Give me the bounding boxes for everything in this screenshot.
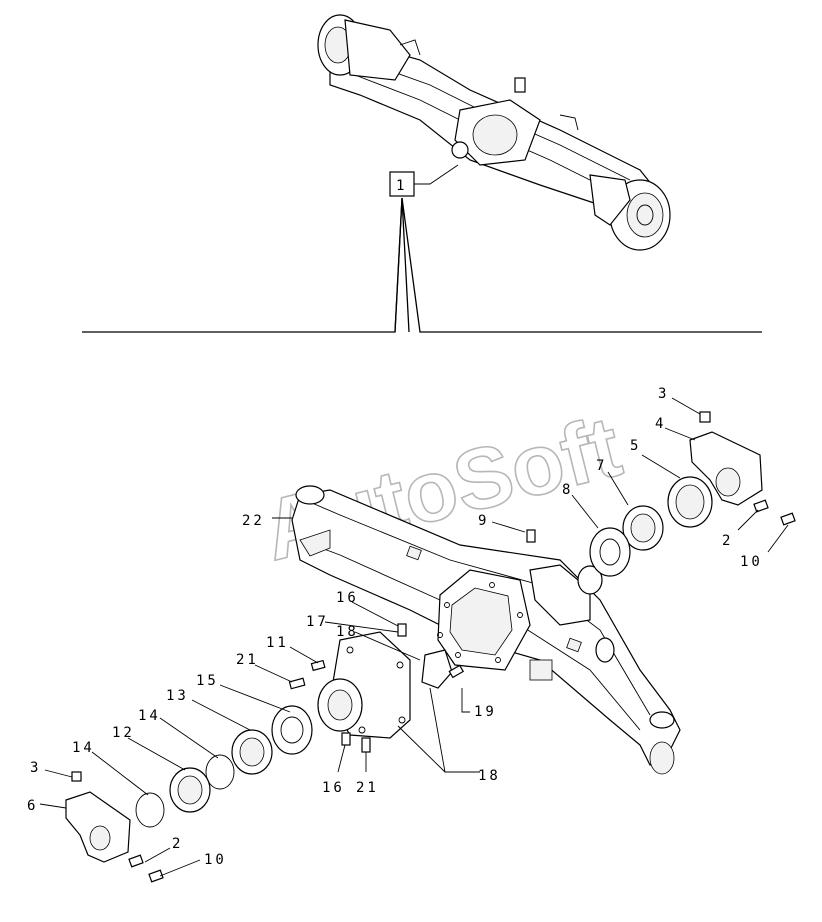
grease-fitting-9 xyxy=(526,529,536,543)
callout-8: 8 xyxy=(562,482,573,498)
callout-13: 13 xyxy=(166,688,189,704)
callout-19: 19 xyxy=(474,704,497,720)
reference-number: 1 xyxy=(396,178,407,194)
bolt-2-right xyxy=(753,499,769,513)
pin-16-top xyxy=(397,623,407,637)
callout-22: 22 xyxy=(242,513,265,529)
mounting-plate xyxy=(529,659,553,681)
right-bearing-stack xyxy=(526,476,796,577)
callout-7: 7 xyxy=(596,458,607,474)
callout-2-left: 2 xyxy=(172,836,183,852)
callout-11: 11 xyxy=(266,635,289,651)
leader-lines xyxy=(39,397,789,877)
grease-fitting-10-left xyxy=(148,869,164,883)
left-bearing-stack xyxy=(135,705,313,828)
callout-3-bottom: 3 xyxy=(30,760,41,776)
bolt-19 xyxy=(448,664,465,679)
left-support-bracket xyxy=(65,771,164,883)
callout-16-top: 16 xyxy=(336,590,359,606)
callout-16-bottom: 16 xyxy=(322,780,345,796)
cap-18 xyxy=(421,649,453,689)
callout-15: 15 xyxy=(196,673,219,689)
axle-assembly-overview xyxy=(317,14,671,251)
callout-2-right: 2 xyxy=(722,533,733,549)
pin-11 xyxy=(310,659,326,672)
right-support-bracket xyxy=(689,411,763,506)
callout-9: 9 xyxy=(478,513,489,529)
seal-8 xyxy=(589,527,631,577)
callout-18-bottom: 18 xyxy=(478,768,501,784)
reference-callout: 1 xyxy=(389,164,459,197)
grease-fitting-10-right xyxy=(780,512,796,526)
plug-3-top xyxy=(699,411,711,423)
callout-3-top: 3 xyxy=(658,386,669,402)
callout-21-bottom: 21 xyxy=(356,780,379,796)
left-hub-flange xyxy=(288,623,465,753)
callout-14-top: 14 xyxy=(138,708,161,724)
snap-ring-14-a xyxy=(205,754,235,790)
callout-5: 5 xyxy=(630,438,641,454)
callout-12: 12 xyxy=(112,725,135,741)
bolt-21-bottom xyxy=(361,737,371,753)
callout-17: 17 xyxy=(306,614,329,630)
axle-beam xyxy=(291,485,681,775)
bolt-21-top xyxy=(288,677,306,690)
bolt-2-left xyxy=(128,854,144,868)
callout-10-left: 10 xyxy=(204,852,227,868)
callout-18-top: 18 xyxy=(336,624,359,640)
snap-ring-14-b xyxy=(135,792,165,828)
callout-10-right: 10 xyxy=(740,554,763,570)
pin-16-bottom xyxy=(341,732,351,746)
callout-14-bottom: 14 xyxy=(72,740,95,756)
callout-6: 6 xyxy=(27,798,38,814)
seal-15 xyxy=(271,705,313,755)
section-separator xyxy=(82,197,762,333)
callout-21-top: 21 xyxy=(236,652,259,668)
callout-labels: 3 4 5 7 8 9 22 2 10 16 17 18 11 21 15 13… xyxy=(27,386,763,868)
callout-4: 4 xyxy=(655,416,666,432)
plug-3-bottom xyxy=(71,771,82,782)
